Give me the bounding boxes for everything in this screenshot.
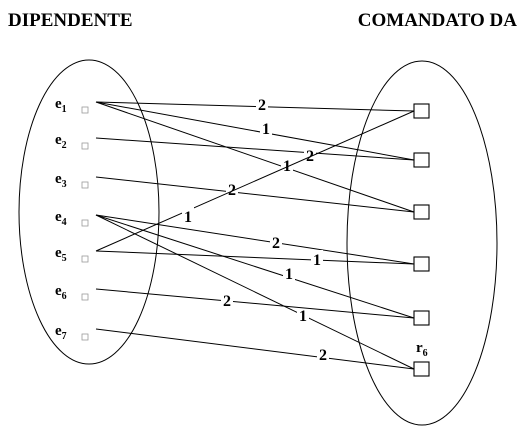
right-node-r1-box xyxy=(413,103,430,119)
left-node-e5: e5 xyxy=(55,245,67,264)
right-node-r4-box xyxy=(413,256,430,272)
link-e5-r1 xyxy=(95,110,415,252)
right-node-r5-box xyxy=(413,310,430,326)
link-e7-r6 xyxy=(95,328,415,370)
left-node-port xyxy=(81,106,89,114)
link-e3-r3 xyxy=(95,176,415,213)
link-weight-backdrop xyxy=(221,291,233,308)
node-base-letter: e xyxy=(55,171,62,187)
left-node-port xyxy=(81,255,89,263)
link-weight-label: 1 xyxy=(313,252,321,269)
link-weight-backdrop xyxy=(256,95,268,112)
link-e6-r5 xyxy=(95,288,415,319)
link-e5-r4 xyxy=(95,250,415,265)
link-weight-label: 1 xyxy=(285,266,293,283)
node-subscript: 4 xyxy=(62,217,67,228)
link-weight-backdrop xyxy=(260,119,272,136)
link-weight-label: 2 xyxy=(319,347,327,364)
right-node-r2-box xyxy=(413,152,430,168)
node-subscript: 6 xyxy=(62,291,67,302)
right-node-r6-box xyxy=(413,361,430,377)
node-base-letter: r xyxy=(416,340,423,356)
nodes-layer: e1e2e3e4e5e6e7r1r2r3r4r5r6 xyxy=(55,96,430,377)
link-e4-r4 xyxy=(95,214,415,265)
right-header: COMANDATO DA xyxy=(358,10,517,31)
link-weight-backdrop xyxy=(311,250,323,267)
left-node-e4: e4 xyxy=(55,209,67,228)
link-e1-r1 xyxy=(95,101,415,112)
right-node-r6-label: r6 xyxy=(416,340,428,359)
node-subscript: 5 xyxy=(62,253,67,264)
left-node-port xyxy=(81,333,89,341)
node-base-letter: e xyxy=(55,323,62,339)
left-node-e2: e2 xyxy=(55,132,67,151)
link-weight-backdrop xyxy=(182,207,194,224)
node-subscript: 6 xyxy=(423,348,428,359)
link-weight-backdrop xyxy=(283,264,295,281)
link-e2-r2 xyxy=(95,137,415,161)
link-weight-label: 2 xyxy=(228,182,236,199)
link-weight-backdrop xyxy=(270,233,282,250)
link-e1-r3 xyxy=(95,101,415,213)
link-weight-label: 2 xyxy=(272,235,280,252)
right-node-r3-box xyxy=(413,204,430,220)
left-node-e7: e7 xyxy=(55,323,67,342)
link-e4-r6 xyxy=(95,214,415,370)
link-weight-label: 2 xyxy=(258,97,266,114)
node-base-letter: e xyxy=(55,209,62,225)
link-weight-backdrop xyxy=(297,306,309,323)
right-set-ellipse xyxy=(346,60,498,426)
node-base-letter: e xyxy=(55,245,62,261)
node-subscript: 2 xyxy=(62,140,67,151)
node-base-letter: e xyxy=(55,96,62,112)
left-set-ellipse xyxy=(18,59,160,365)
link-weight-label: 2 xyxy=(223,293,231,310)
left-node-port xyxy=(81,219,89,227)
node-subscript: 1 xyxy=(62,104,67,115)
left-header: DIPENDENTE xyxy=(8,10,133,31)
left-node-e1: e1 xyxy=(55,96,67,115)
link-weight-backdrop xyxy=(317,345,329,362)
link-e4-r5 xyxy=(95,214,415,319)
left-node-port xyxy=(81,293,89,301)
left-node-e6: e6 xyxy=(55,283,67,302)
link-e1-r2 xyxy=(95,101,415,161)
node-subscript: 3 xyxy=(62,179,67,190)
link-weight-label: 1 xyxy=(299,308,307,325)
left-node-port xyxy=(81,142,89,150)
left-node-port xyxy=(81,181,89,189)
link-weight-label: 1 xyxy=(184,209,192,226)
left-node-e3: e3 xyxy=(55,171,67,190)
link-weight-label: 1 xyxy=(262,121,270,138)
node-base-letter: e xyxy=(55,283,62,299)
node-base-letter: e xyxy=(55,132,62,148)
node-subscript: 7 xyxy=(62,331,67,342)
link-weight-backdrop xyxy=(304,146,316,163)
